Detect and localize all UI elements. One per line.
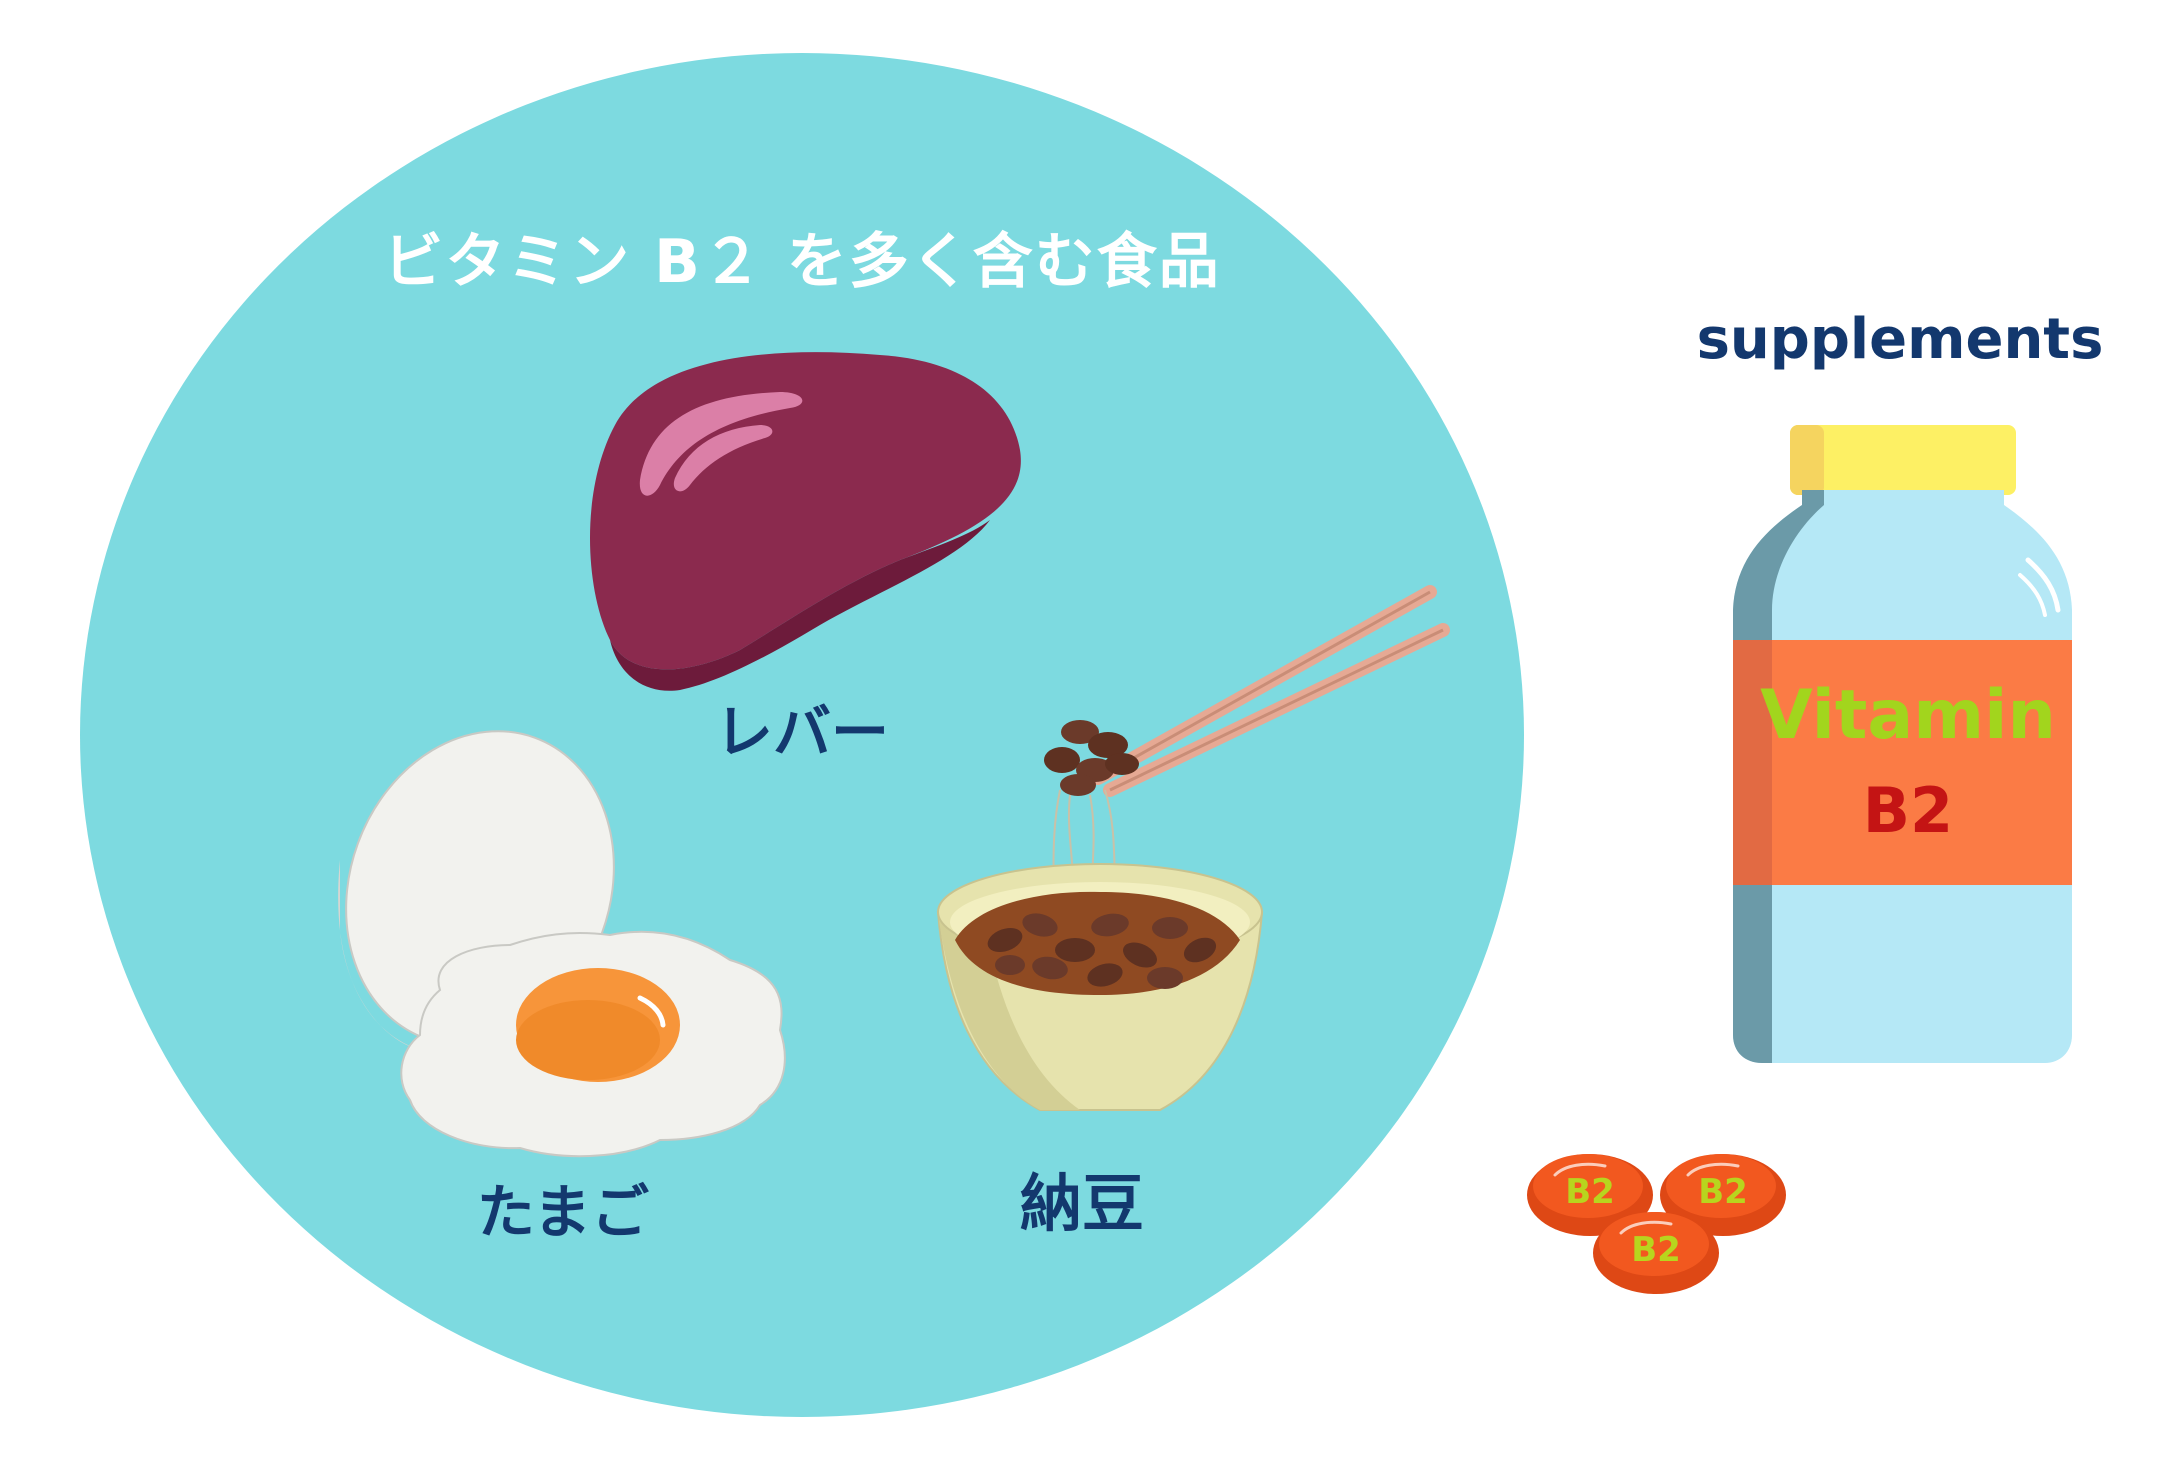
capsule-label: B2 bbox=[1565, 1172, 1615, 1212]
supplements-heading: supplements bbox=[1697, 307, 2104, 372]
capsule-icon-3: B2 bbox=[1593, 1212, 1719, 1294]
egg-icon bbox=[338, 730, 786, 1158]
bottle-label-vitamin: Vitamin bbox=[1760, 676, 2056, 755]
capsule-label: B2 bbox=[1698, 1172, 1748, 1212]
natto-icon bbox=[936, 585, 1450, 1111]
supplement-bottle-icon: Vitamin B2 bbox=[1733, 425, 2072, 1063]
bottle-label-b2: B2 bbox=[1863, 774, 1953, 847]
natto-label: 納豆 bbox=[1020, 1167, 1144, 1240]
capsule-icon-1: B2 bbox=[1527, 1154, 1653, 1236]
circle-title: ビタミン B２ を多く含む食品 bbox=[383, 227, 1221, 297]
liver-icon bbox=[590, 352, 1021, 691]
liver-label: レバー bbox=[715, 698, 889, 766]
capsule-label: B2 bbox=[1631, 1230, 1681, 1270]
capsule-icon-2: B2 bbox=[1660, 1154, 1786, 1236]
egg-label: たまご bbox=[477, 1178, 649, 1246]
